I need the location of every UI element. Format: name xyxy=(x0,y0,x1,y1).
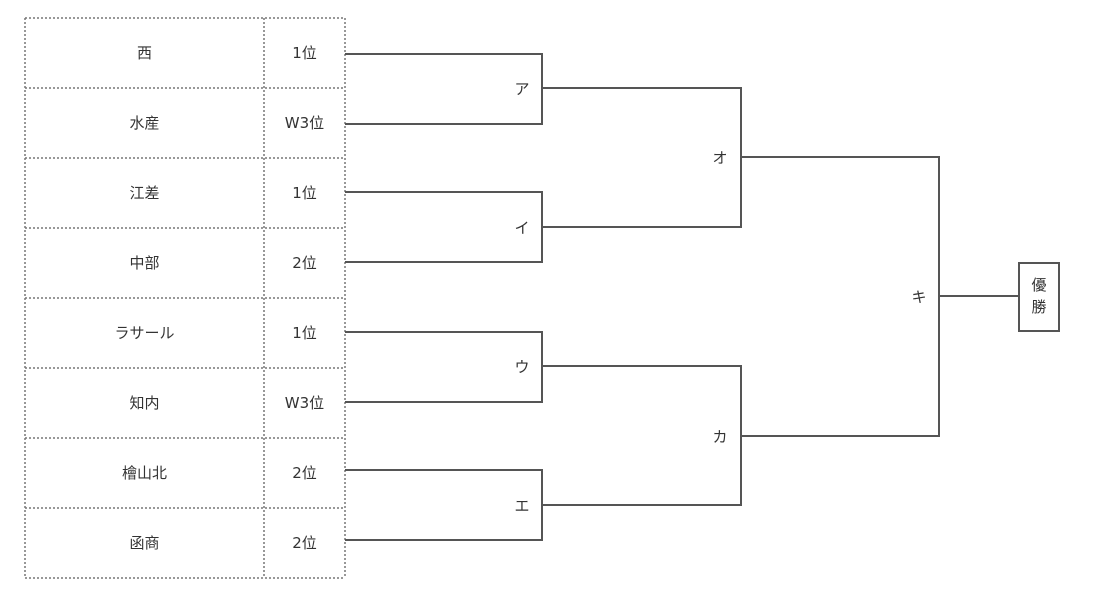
champion-char: 優 xyxy=(1031,276,1046,294)
team-rank: 1位 xyxy=(292,44,317,62)
champion-box: 優勝 xyxy=(1018,262,1060,332)
bracket-line-a xyxy=(345,53,543,125)
champion-label: 優勝 xyxy=(1031,276,1046,316)
bracket-line-o xyxy=(542,87,742,228)
bracket-line-u xyxy=(345,331,543,403)
team-name: ラサール xyxy=(114,324,174,342)
team-rank: W3位 xyxy=(285,114,324,132)
match-label-ka: カ xyxy=(712,428,727,446)
match-label-o: オ xyxy=(712,149,727,167)
champion-char: 勝 xyxy=(1031,298,1046,316)
match-label-e: エ xyxy=(514,497,529,515)
bracket-line-ki xyxy=(741,156,940,437)
bracket-line-i xyxy=(345,191,543,263)
bracket-line-e xyxy=(345,469,543,541)
team-name: 西 xyxy=(137,44,152,62)
team-rank: 2位 xyxy=(292,464,317,482)
team-rank: W3位 xyxy=(285,394,324,412)
match-label-ki: キ xyxy=(911,288,926,306)
match-label-i: イ xyxy=(514,219,529,237)
bracket-lines xyxy=(345,53,1019,541)
match-label-u: ウ xyxy=(514,358,529,376)
team-rank: 2位 xyxy=(292,534,317,552)
team-name: 知内 xyxy=(129,394,159,412)
team-rank: 1位 xyxy=(292,324,317,342)
bracket-line-ka xyxy=(542,365,742,506)
team-rank: 2位 xyxy=(292,254,317,272)
team-name: 檜山北 xyxy=(122,464,167,482)
team-name: 水産 xyxy=(129,114,159,132)
match-label-a: ア xyxy=(514,80,529,98)
team-rank: 1位 xyxy=(292,184,317,202)
team-name: 中部 xyxy=(129,254,159,272)
team-name: 函商 xyxy=(129,534,159,552)
team-name: 江差 xyxy=(129,184,159,202)
